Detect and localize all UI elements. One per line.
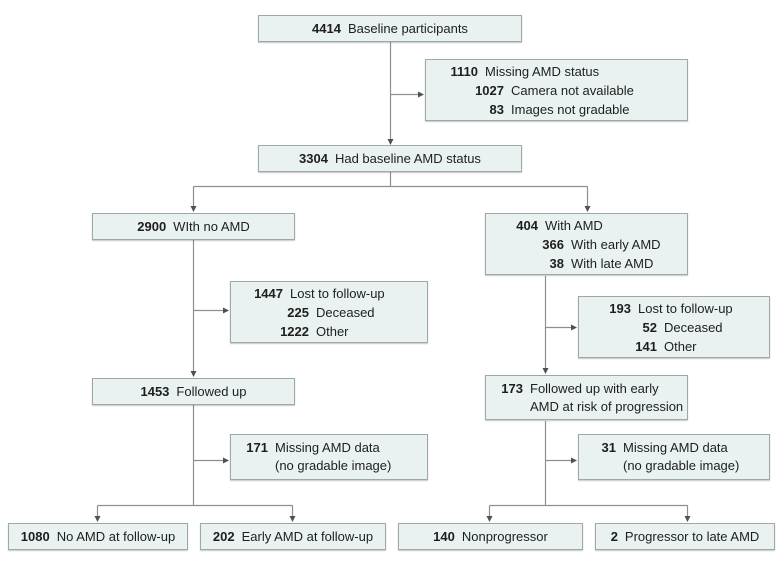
box-rows: 404 With AMD 366 With early AMD 38 With … xyxy=(486,214,687,273)
box-had-baseline-amd-status: 3304 Had baseline AMD status xyxy=(258,145,522,172)
participant-count: 1447 xyxy=(254,286,283,301)
participant-count: 193 xyxy=(609,301,631,316)
box-label: Had baseline AMD status xyxy=(334,151,481,166)
box-label: Followed up xyxy=(176,384,247,399)
participant-count: 404 xyxy=(516,218,538,233)
box-followed-up-right: 173 Followed up with early AMD at risk o… xyxy=(485,375,688,420)
participant-count: 38 xyxy=(549,256,564,271)
participant-count: 173 xyxy=(501,381,523,396)
box-with-no-amd: 2900 WIth no AMD xyxy=(92,213,295,240)
box-early-amd-at-followup: 202 Early AMD at follow-up xyxy=(200,523,386,550)
box-label: Camera not available xyxy=(511,83,634,98)
box-lost-to-followup-left: 1447 Lost to follow-up 225 Deceased 1222… xyxy=(230,281,428,343)
box-row: 1447 Lost to follow-up xyxy=(243,284,423,303)
participant-count: 1110 xyxy=(450,64,479,79)
box-label: Followed up with early AMD at risk of pr… xyxy=(530,380,683,419)
box-row: 1110 Missing AMD status xyxy=(438,62,683,81)
box-label-line1: Missing AMD data xyxy=(623,440,728,455)
box-row: 404 With AMD xyxy=(498,216,683,235)
box-label: With late AMD xyxy=(571,256,654,271)
box-row: 52 Deceased xyxy=(591,318,765,337)
box-row: 1027 Camera not available xyxy=(438,81,683,100)
participant-count: 31 xyxy=(601,440,616,455)
box-row: 141 Other xyxy=(591,337,765,356)
participant-count: 1222 xyxy=(280,324,309,339)
connectors-right-branch xyxy=(486,276,691,522)
box-label: Baseline participants xyxy=(347,21,468,36)
participant-count: 1027 xyxy=(475,83,504,98)
box-label: Nonprogressor xyxy=(461,529,548,544)
participant-count: 2900 xyxy=(137,219,167,234)
box-row: 193 Lost to follow-up xyxy=(591,299,765,318)
connectors-top xyxy=(190,42,591,212)
box-lost-to-followup-right: 193 Lost to follow-up 52 Deceased 141 Ot… xyxy=(578,296,770,358)
box-progressor-to-late-amd: 2 Progressor to late AMD xyxy=(595,523,775,550)
box-label-line2: (no gradable image) xyxy=(275,458,392,473)
box-rows: 193 Lost to follow-up 52 Deceased 141 Ot… xyxy=(579,297,769,356)
participant-count: 52 xyxy=(642,320,657,335)
participant-count: 1453 xyxy=(140,384,170,399)
box-rows: 1110 Missing AMD status 1027 Camera not … xyxy=(426,60,687,119)
box-label-line1: Missing AMD data xyxy=(275,440,380,455)
box-label: Other xyxy=(316,324,349,339)
box-label: Deceased xyxy=(316,305,375,320)
participant-count: 1080 xyxy=(20,529,50,544)
participant-count: 366 xyxy=(542,237,564,252)
box-no-amd-at-followup: 1080 No AMD at follow-up xyxy=(8,523,188,550)
participant-count: 225 xyxy=(287,305,309,320)
box-label: Missing AMD data (no gradable image) xyxy=(623,439,739,479)
box-row: 38 With late AMD xyxy=(498,254,683,273)
box-row: 83 Images not gradable xyxy=(438,100,683,119)
box-label: No AMD at follow-up xyxy=(56,529,176,544)
box-label-line2: AMD at risk of progression xyxy=(530,399,684,414)
box-label: Deceased xyxy=(664,320,723,335)
box-baseline-participants: 4414 Baseline participants xyxy=(258,15,522,42)
box-label: Lost to follow-up xyxy=(638,301,733,316)
box-label: Progressor to late AMD xyxy=(624,529,760,544)
box-row: 366 With early AMD xyxy=(498,235,683,254)
box-with-amd: 404 With AMD 366 With early AMD 38 With … xyxy=(485,213,688,275)
box-followed-up-left: 1453 Followed up xyxy=(92,378,295,405)
box-label: Missing AMD status xyxy=(485,64,600,79)
box-label-line1: Followed up with early xyxy=(530,381,659,396)
box-rows: 1447 Lost to follow-up 225 Deceased 1222… xyxy=(231,282,427,341)
box-missing-amd-data-left: 171 Missing AMD data (no gradable image) xyxy=(230,434,428,480)
participant-count: 202 xyxy=(212,529,235,544)
box-label-line2: (no gradable image) xyxy=(623,458,740,473)
box-label: With early AMD xyxy=(571,237,661,252)
box-label: Images not gradable xyxy=(511,102,630,117)
participant-count: 140 xyxy=(433,529,455,544)
participant-count: 3304 xyxy=(299,151,328,166)
participant-count: 2 xyxy=(610,529,618,544)
participant-count: 4414 xyxy=(312,21,341,36)
box-label: Missing AMD data (no gradable image) xyxy=(275,439,391,479)
box-label: Other xyxy=(664,339,697,354)
box-missing-amd-status: 1110 Missing AMD status 1027 Camera not … xyxy=(425,59,688,121)
participant-count: 141 xyxy=(635,339,657,354)
box-label: Early AMD at follow-up xyxy=(241,529,374,544)
box-label: WIth no AMD xyxy=(173,219,250,234)
box-label: Lost to follow-up xyxy=(290,286,385,301)
box-row: 225 Deceased xyxy=(243,303,423,322)
box-nonprogressor: 140 Nonprogressor xyxy=(398,523,583,550)
participant-count: 83 xyxy=(489,102,504,117)
participant-count: 171 xyxy=(246,440,268,455)
connectors-left-branch xyxy=(94,240,296,522)
box-missing-amd-data-right: 31 Missing AMD data (no gradable image) xyxy=(578,434,770,480)
box-row: 1222 Other xyxy=(243,322,423,341)
box-label: With AMD xyxy=(545,218,603,233)
